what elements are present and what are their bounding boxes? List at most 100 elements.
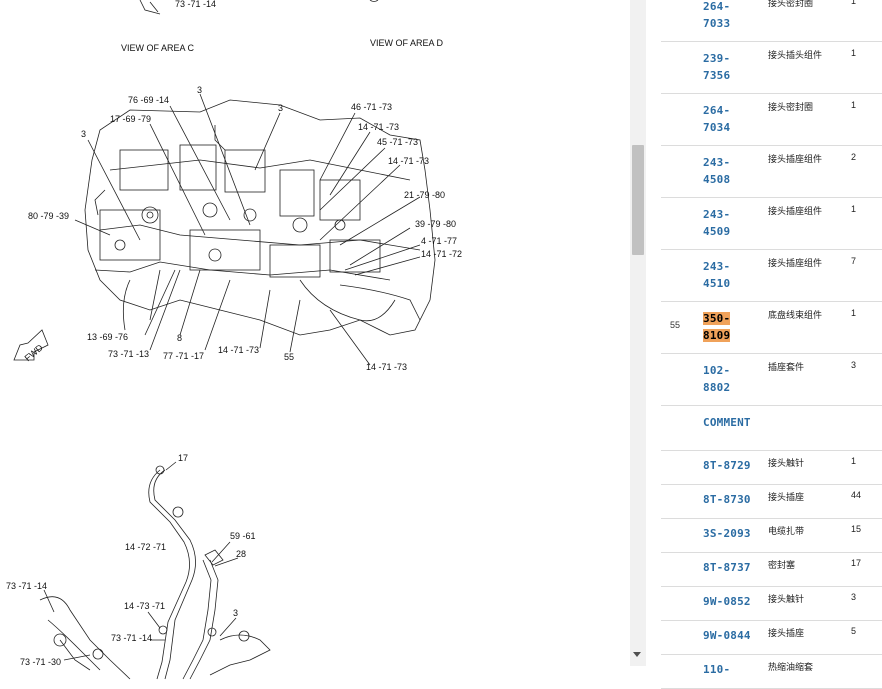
part-number-text: 4509 bbox=[703, 225, 731, 238]
parts-table-row: 9W-0844 接头插座 5 bbox=[661, 621, 882, 655]
part-description: 接头触针 bbox=[768, 595, 805, 605]
part-number-text: 102- bbox=[703, 364, 731, 377]
callout-label: 80 -79 -39 bbox=[28, 211, 69, 221]
parts-table-row: 8T-8730 接头插座 44 bbox=[661, 485, 882, 519]
part-description: 接头插座组件 bbox=[768, 259, 823, 269]
part-number-link[interactable]: 243- 4509 bbox=[703, 206, 733, 240]
callout-label: 28 bbox=[236, 549, 246, 559]
parts-table-row: 110-热缩油缩套 bbox=[661, 655, 882, 689]
part-quantity: 1 bbox=[851, 308, 857, 318]
part-number-link[interactable]: 8T-8729 bbox=[703, 457, 763, 474]
callout-label: 73 -71 -30 bbox=[20, 657, 61, 667]
part-number-link[interactable]: 102- 8802 bbox=[703, 362, 733, 396]
part-number-link[interactable]: 350- 8109 bbox=[703, 310, 733, 344]
part-number-text: 239- bbox=[703, 52, 731, 65]
part-number-link[interactable]: 239- 7356 bbox=[703, 50, 733, 84]
part-number-link[interactable]: 8T-8737 bbox=[703, 559, 763, 576]
part-number-text: 7356 bbox=[703, 69, 731, 82]
scrollbar-thumb[interactable] bbox=[632, 145, 644, 255]
part-quantity: 1 bbox=[851, 204, 857, 214]
part-number-link[interactable]: 264-7034 bbox=[703, 102, 733, 136]
callout-label: 13 -69 -76 bbox=[87, 332, 128, 342]
part-quantity: 2 bbox=[851, 152, 857, 162]
callout-label: 77 -71 -17 bbox=[163, 351, 204, 361]
callout-label: 14 -71 -73 bbox=[388, 156, 429, 166]
part-quantity: 3 bbox=[851, 360, 857, 370]
parts-diagram: 73 -71 -14 VIEW OF AREA C VIEW OF AREA D… bbox=[6, 0, 463, 680]
part-description: 接头插座 bbox=[768, 629, 805, 639]
part-quantity: 5 bbox=[851, 626, 857, 636]
part-number-text: 264- bbox=[703, 104, 731, 117]
callout-label: 21 -79 -80 bbox=[404, 190, 445, 200]
parts-table-row: 55 350- 8109 底盘线束组件 1 bbox=[661, 302, 882, 354]
part-number-text: 243- bbox=[703, 156, 731, 169]
part-number-text: 4510 bbox=[703, 277, 731, 290]
part-number-text: 8T-8737 bbox=[703, 561, 751, 574]
part-number-text: 8802 bbox=[703, 381, 731, 394]
callout-label: 3 bbox=[197, 85, 202, 95]
part-quantity: 7 bbox=[851, 256, 857, 266]
part-number-text: 8109 bbox=[703, 329, 731, 342]
part-number-text: 4508 bbox=[703, 173, 731, 186]
part-number-link[interactable]: 3S-2093 bbox=[703, 525, 763, 542]
part-description: 密封塞 bbox=[768, 561, 796, 571]
part-number-text: 7033 bbox=[703, 17, 731, 30]
callout-label: 73 -71 -13 bbox=[108, 349, 149, 359]
parts-table-row: 243- 4510 接头插座组件 7 bbox=[661, 250, 882, 302]
parts-table-row: 8T-8729 接头触针 1 bbox=[661, 451, 882, 485]
part-quantity: 3 bbox=[851, 592, 857, 602]
part-number-link[interactable]: 9W-0844 bbox=[703, 627, 763, 644]
part-number-link[interactable]: 243- 4510 bbox=[703, 258, 733, 292]
exploded-view-drawing: 73 -71 -14 VIEW OF AREA C VIEW OF AREA D… bbox=[6, 0, 462, 680]
callout-label: 46 -71 -73 bbox=[351, 102, 392, 112]
ref-number: 55 bbox=[670, 320, 681, 330]
part-number-text: COMMENT bbox=[703, 416, 751, 429]
callout-label: 3 bbox=[278, 103, 283, 113]
callout-label: 17 bbox=[178, 453, 188, 463]
part-quantity: 44 bbox=[851, 490, 862, 500]
part-number-text: 8T-8729 bbox=[703, 459, 751, 472]
part-description: 插座套件 bbox=[768, 363, 805, 373]
part-description: 底盘线束组件 bbox=[768, 311, 823, 321]
part-quantity: 1 bbox=[851, 0, 857, 6]
part-description: 接头密封圈 bbox=[768, 0, 814, 9]
parts-table-row: 264- 7033 接头密封圈 1 bbox=[661, 0, 882, 42]
parts-table-row: 243- 4508 接头插座组件 2 bbox=[661, 146, 882, 198]
comment-link[interactable]: COMMENT bbox=[703, 414, 773, 431]
part-number-text: 3S-2093 bbox=[703, 527, 751, 540]
part-number-link[interactable]: 243- 4508 bbox=[703, 154, 733, 188]
callout-label: 8 bbox=[177, 333, 182, 343]
part-number-link[interactable]: 110- bbox=[703, 661, 763, 678]
part-number-text: 350- bbox=[703, 312, 731, 325]
part-description: 接头触针 bbox=[768, 459, 805, 469]
callout-label: 39 -79 -80 bbox=[415, 219, 456, 229]
part-description: 接头插头组件 bbox=[768, 51, 823, 61]
scroll-down-arrow-icon[interactable] bbox=[633, 652, 641, 657]
callout-label: 3 bbox=[233, 608, 238, 618]
part-description: 接头插座 bbox=[768, 493, 805, 503]
callout-label: 14 -71 -72 bbox=[421, 249, 462, 259]
part-number-text: 264- bbox=[703, 0, 731, 13]
part-number-text: 243- bbox=[703, 260, 731, 273]
callout-label: 73 -71 -14 bbox=[175, 0, 216, 9]
part-number-link[interactable]: 8T-8730 bbox=[703, 491, 763, 508]
part-number-text: 9W-0852 bbox=[703, 595, 751, 608]
callout-label: 3 bbox=[81, 129, 86, 139]
part-description: 电缆扎带 bbox=[768, 527, 805, 537]
parts-table-row: 9W-0852 接头触针 3 bbox=[661, 587, 882, 621]
part-quantity: 1 bbox=[851, 456, 857, 466]
diagram-scrollbar[interactable] bbox=[630, 0, 646, 666]
callout-label: 59 -61 bbox=[230, 531, 256, 541]
part-description: 接头插座组件 bbox=[768, 155, 823, 165]
part-number-link[interactable]: 9W-0852 bbox=[703, 593, 763, 610]
part-number-text: 243- bbox=[703, 208, 731, 221]
part-number-link[interactable]: 264- 7033 bbox=[703, 0, 733, 32]
callout-label: 17 -69 -79 bbox=[110, 114, 151, 124]
callout-label: 45 -71 -73 bbox=[377, 137, 418, 147]
